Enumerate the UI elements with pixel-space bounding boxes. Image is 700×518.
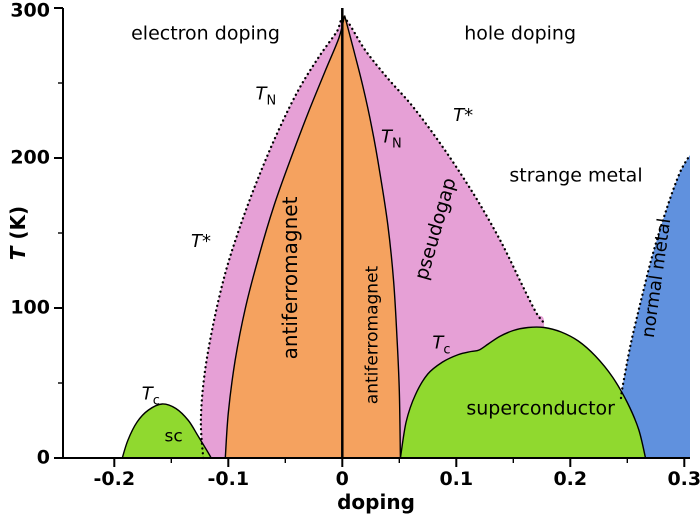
region-superconductor-electron (122, 403, 212, 458)
region-superconductor-hole (400, 327, 646, 458)
region-antiferromagnet (225, 15, 401, 459)
curve-normal-metal-boundary (619, 153, 692, 400)
curve-sc-dome-hole-outline (399, 326, 647, 459)
curve-neel-line-electron (224, 15, 346, 459)
curve-sc-dome-electron-outline (121, 403, 212, 459)
curve-tstar-line (199, 16, 546, 460)
region-normal-metal (613, 155, 690, 458)
curve-neel-line-hole (343, 15, 402, 459)
